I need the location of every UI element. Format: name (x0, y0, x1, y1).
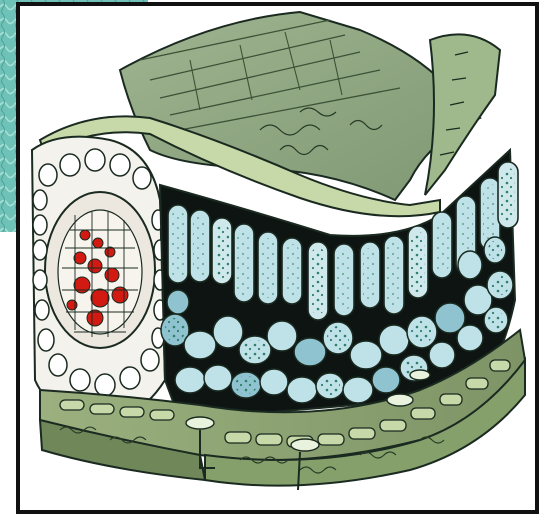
chloroplasts (215, 224, 229, 278)
spongy-cell (379, 325, 409, 355)
chloroplasts (337, 250, 351, 310)
chloroplasts (411, 320, 433, 344)
chloroplasts (237, 230, 251, 296)
spongy-cell (429, 342, 455, 368)
chloroplasts (243, 340, 267, 360)
chloroplasts (491, 275, 509, 295)
spongy-cell (175, 367, 205, 393)
spongy-cell (267, 321, 297, 351)
chloroplasts (285, 244, 299, 298)
chloroplasts (411, 232, 425, 292)
spongy-cell (457, 325, 483, 351)
spongy-cell (287, 377, 317, 403)
chloroplasts (311, 248, 325, 314)
spongy-cell (294, 338, 326, 366)
chloroplasts (363, 248, 377, 302)
spongy-cell (260, 369, 288, 395)
chloroplasts (320, 377, 340, 395)
chloroplasts (501, 168, 515, 222)
chloroplasts (387, 242, 401, 308)
spongy-cell (167, 290, 189, 314)
chloroplasts (488, 311, 504, 329)
chloroplasts (261, 238, 275, 298)
chloroplasts (193, 216, 207, 276)
spongy-cell (350, 341, 382, 369)
chloroplasts (235, 376, 257, 394)
chloroplasts (171, 211, 185, 277)
spongy-cell (213, 316, 243, 348)
spongy-cell (204, 365, 232, 391)
spongy-cell (458, 251, 482, 279)
chloroplasts (435, 218, 449, 272)
chloroplasts (488, 241, 502, 259)
chloroplasts (327, 326, 349, 350)
chloroplasts (165, 318, 185, 342)
spongy-cell (343, 377, 373, 403)
chloroplasts (483, 184, 497, 244)
spongy-cell (372, 367, 400, 393)
spongy-cell (184, 331, 216, 359)
